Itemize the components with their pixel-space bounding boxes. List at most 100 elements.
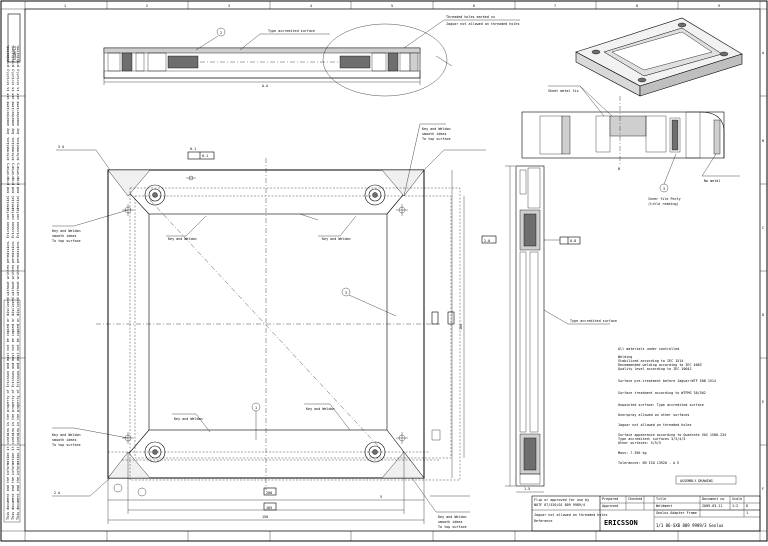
note-line: Stabilized according to IEC 1514 [618, 359, 683, 363]
top-zone-markers: 1 2 3 4 5 6 7 8 9 [64, 1, 720, 9]
callout-surface: Type accredited surface [268, 29, 315, 33]
note-line: Type accredited: surfaces 3/3/4/5 [618, 437, 685, 441]
legal-text-3: This document and the information it con… [16, 44, 20, 520]
detail-callout: Sheet metal fix [548, 89, 579, 93]
dim-bottom-c: 150 [262, 515, 268, 519]
note-line: Tolerances: EN ISO 13920 - A E [618, 461, 679, 465]
scale-value: 1:2 [732, 504, 738, 508]
tolerance-tag: 0.1 [202, 154, 208, 158]
finish-note: smooth ideas [422, 132, 447, 136]
key-notes: Key and Weldon Key and Weldon Key and We… [166, 213, 357, 433]
weld-note-left: Key and Weldon smooth ideas To top surfa… [52, 145, 129, 497]
doc-number: 1/1 86-SXB 809 9989/3 Geolux [656, 523, 724, 528]
detail-right-note: No metal [704, 179, 720, 183]
drawing-title: Geolux Adapter Frame [656, 511, 697, 515]
weld-note-right: Key and Weldon smooth ideas To top surfa… [403, 123, 486, 529]
isometric-view [575, 17, 743, 97]
doc-label: Document no [702, 497, 724, 501]
dim-right: 100 [459, 324, 463, 330]
finish-note: Key and Weldon [52, 229, 81, 233]
rev: D [746, 504, 748, 508]
stamp: ASSEMBLY DRAWING [680, 479, 713, 483]
zone-marker: C [762, 226, 764, 230]
dim-left: 3 A [58, 145, 64, 149]
note-line: Jaguar not allowed on threaded holes [618, 423, 692, 427]
scale-label: Scale [732, 497, 742, 501]
detail-balloon-note-2: (title reading) [648, 202, 679, 206]
finish-note: Key and Weldon [422, 127, 451, 131]
note-line: Overspray allowed on other surfaces [618, 413, 689, 417]
zone-marker: D [762, 313, 764, 317]
zone-marker: 1 [64, 4, 66, 8]
finish-note: To top surface [438, 525, 467, 529]
zone-marker: 6 [473, 4, 475, 8]
corner-label-box [7, 13, 21, 63]
checked-label: Checked [628, 497, 642, 501]
note-line: Welding [618, 355, 632, 359]
note-line: Mass: 7.356 kg [618, 451, 647, 455]
approval-note-3: Jaguar not allowed on threaded holes [534, 513, 608, 517]
zone-marker: E [762, 400, 764, 404]
zone-marker: 2 [146, 4, 148, 8]
date: 2009-03-11 [702, 504, 722, 508]
callout-thread: Threaded holes marked xx [446, 15, 495, 19]
approval-note-2: NOTF 87/520/01 809 9989/4 [534, 503, 585, 507]
title-label: Title [656, 497, 666, 501]
finish-note: smooth ideas [438, 520, 463, 524]
finish-note: Key and Weldon [52, 433, 81, 437]
side-tag-left: 2.0 [484, 239, 490, 243]
notes-heading: All materials under controlled [618, 347, 679, 351]
dim-bottom-left: 2 A [54, 491, 60, 495]
legal-text-2: This document and the information it con… [11, 44, 15, 520]
side-callout: Type accredited surface [570, 319, 617, 323]
note-line: Surface appearance according to Quadrate… [618, 433, 726, 437]
prepared-label: Prepared [602, 497, 618, 501]
approval-note: Flip or approved for use by [534, 498, 589, 502]
detail-balloon-note: Inner file Party [648, 197, 681, 201]
finish-note: smooth ideas [52, 438, 77, 442]
notes-block: All materials under controlled Welding S… [618, 347, 737, 485]
key-label: Key and Weldon [174, 417, 203, 421]
zone-marker: 7 [554, 4, 556, 8]
zone-marker: 3 [228, 4, 230, 8]
balloon-right: 3 [345, 291, 347, 295]
zone-marker: 5 [391, 4, 393, 8]
zone-marker: B [762, 139, 764, 143]
finish-note: To top surface [422, 137, 451, 141]
top-section-view: A-A 2 Type accredited surface Threaded h… [103, 15, 520, 97]
finish-note: Key and Weldon [438, 515, 467, 519]
key-label: Key and Weldon [322, 237, 351, 241]
detail-balloon: 3 [663, 187, 665, 191]
tolerance-label: 0.1 [190, 147, 196, 151]
key-label: Key and Weldon [168, 237, 197, 241]
plan-view: 0.1 0.1 Key and Weldon smooth ideas To t… [52, 123, 486, 529]
dim-bottom-a: 200 [266, 491, 272, 495]
note-line: Unpainted surface: Type accredited surfa… [618, 403, 704, 407]
left-margin-legal: This document and the information it con… [3, 44, 21, 523]
side-tag-right: 0.8 [570, 239, 576, 243]
zone-marker: 9 [718, 4, 720, 8]
note-line: Other surfaces: 5/5/5 [618, 441, 661, 445]
side-view: 2.0 0.8 Type accredited surface 1.5 [481, 165, 617, 493]
designer: Weldment [656, 504, 672, 508]
title-block: Flip or approved for use by NOTF 87/520/… [531, 495, 761, 532]
side-zone-markers: A B C D E F [1, 51, 767, 491]
note-line: Surface treatment according to WTFMS 38/… [618, 391, 706, 395]
approved-label: Approved [602, 504, 618, 508]
section-label: A-A [262, 84, 268, 88]
zone-marker: 8 [636, 4, 638, 8]
reference: Reference [534, 519, 552, 523]
legal-text-1: This document and the information it con… [6, 44, 10, 520]
note-line: Quality level according to IEC 10042 [618, 367, 692, 371]
dim-bottom-b: 185 [266, 506, 272, 510]
balloon-center: 1 [255, 406, 257, 410]
key-label: Key and Weldon [306, 407, 335, 411]
side-bottom-dim: 1.5 [524, 487, 530, 491]
callout-thread-2: Jaguar not allowed on threaded holes [446, 22, 520, 26]
zone-marker: A [762, 51, 764, 55]
detail-view: B Sheet metal fix 3 Inner file Party (ti… [521, 85, 740, 206]
note-line: Surface pre-treatment before Jaguar:WTF … [618, 379, 716, 383]
finish-note: To top surface [52, 239, 81, 243]
company-logo-text: ERICSSON [604, 519, 638, 527]
